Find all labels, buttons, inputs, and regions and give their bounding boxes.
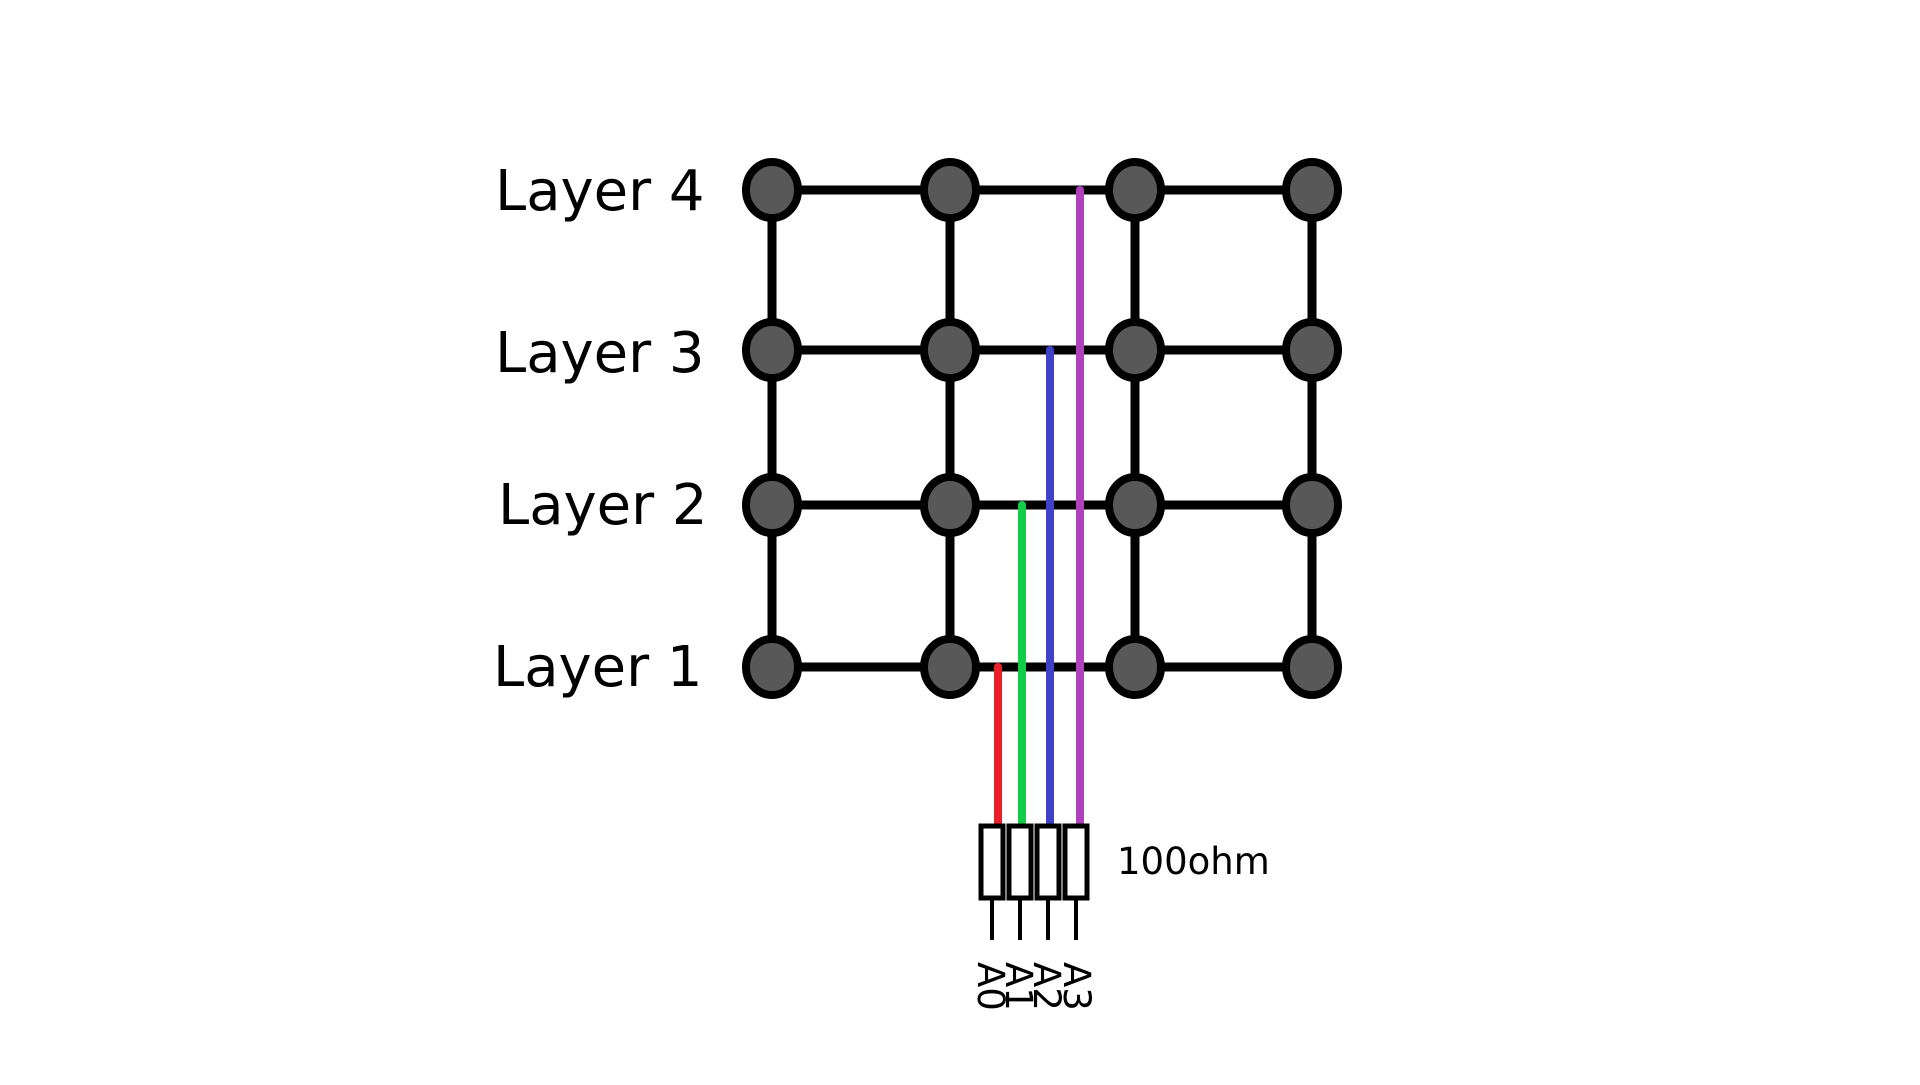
node-layer1-col2: [920, 635, 980, 699]
node-layer4-col3: [1105, 158, 1165, 222]
node-layer3-col4: [1282, 318, 1342, 382]
node-layer2-col1: [742, 473, 802, 537]
resistors: [978, 823, 1090, 940]
grid-nodes: [742, 158, 1342, 699]
resistor-a3: [1062, 823, 1090, 901]
node-layer1-col1: [742, 635, 802, 699]
node-layer2-col2: [920, 473, 980, 537]
pin-label-a3: A3: [1055, 962, 1098, 1011]
resistor-a0: [978, 823, 1006, 901]
layer-label-3: Layer 3: [495, 321, 705, 386]
pin-label-a2: A2: [1025, 962, 1068, 1011]
pin-label-a0: A0: [969, 962, 1012, 1011]
node-layer2-col3: [1105, 473, 1165, 537]
node-layer1-col4: [1282, 635, 1342, 699]
node-layer3-col1: [742, 318, 802, 382]
grid-lines: [767, 185, 1317, 672]
resistor-a1: [1006, 823, 1034, 901]
pin-label-a1: A1: [997, 962, 1040, 1011]
layer-wires: [994, 186, 1084, 830]
node-layer3-col2: [920, 318, 980, 382]
resistor-a2: [1034, 823, 1062, 901]
layer-label-2: Layer 2: [498, 473, 708, 538]
layer-label-4: Layer 4: [495, 159, 705, 224]
layer-label-1: Layer 1: [493, 635, 703, 700]
node-layer4-col1: [742, 158, 802, 222]
node-layer4-col2: [920, 158, 980, 222]
node-layer3-col3: [1105, 318, 1165, 382]
node-layer4-col4: [1282, 158, 1342, 222]
resistor-value-label: 100ohm: [1117, 840, 1270, 883]
node-layer1-col3: [1105, 635, 1165, 699]
node-layer2-col4: [1282, 473, 1342, 537]
